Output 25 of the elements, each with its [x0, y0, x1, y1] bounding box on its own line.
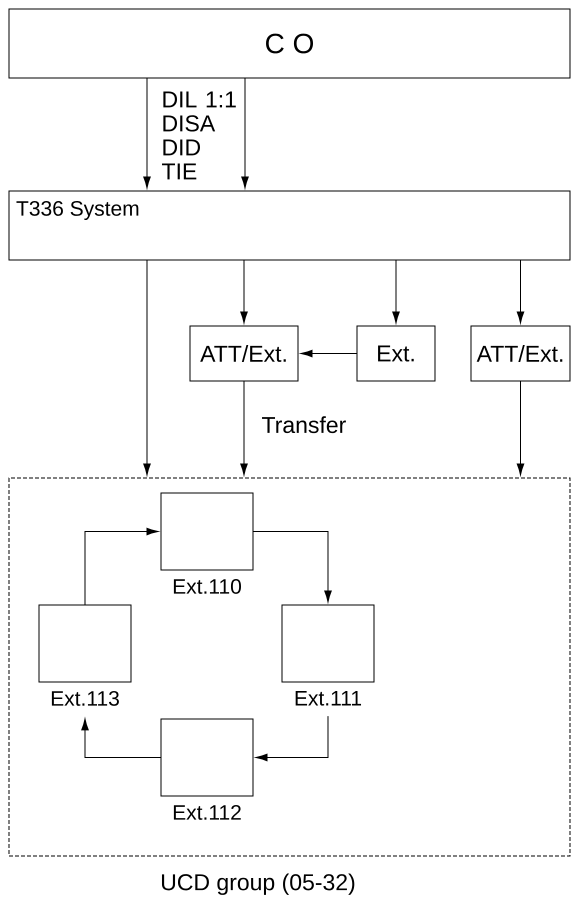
extension-label: Ext.111: [296, 691, 362, 706]
station-box: ATT/Ext.: [190, 326, 298, 382]
station-box: ATT/Ext.: [470, 326, 570, 382]
arrow: [143, 260, 151, 476]
extension-label: Ext.112: [174, 805, 241, 820]
arrow: [84, 528, 158, 605]
arrow: [300, 350, 357, 358]
arrow: [516, 381, 524, 476]
arrow: [81, 718, 161, 758]
arrow: [241, 78, 249, 188]
edge-label: Transfer: [260, 415, 348, 434]
extension-box: Ext.: [356, 326, 436, 382]
arrow: [256, 716, 328, 762]
arrow: [240, 260, 248, 324]
system-box: T336 System: [8, 190, 570, 260]
trunk-label: DIL 1:1 DISA DID TIE: [162, 92, 236, 180]
arrow: [392, 260, 400, 324]
node-label: UCD group (05-32): [162, 873, 354, 895]
arrow: [143, 78, 151, 188]
arrow: [253, 531, 332, 602]
extension-label: Ext.113: [52, 691, 119, 706]
arrow: [240, 381, 248, 476]
office-box: C O: [8, 8, 570, 78]
arrow: [516, 260, 524, 324]
extension-label: Ext.110: [174, 579, 241, 594]
